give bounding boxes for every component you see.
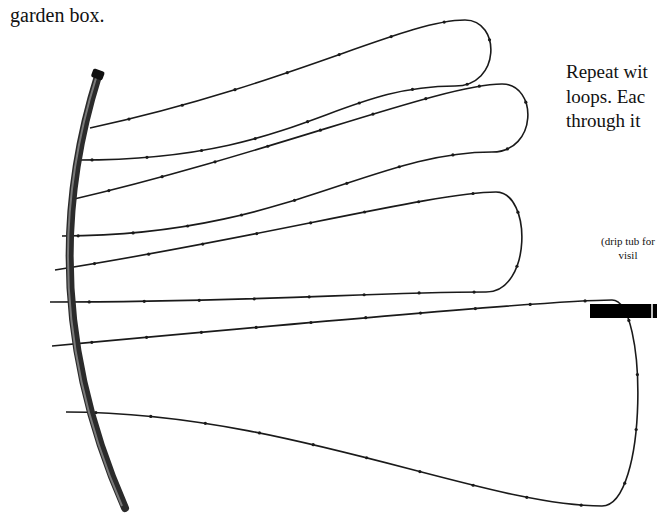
emitter-dot <box>319 129 322 132</box>
emitter-dot <box>623 482 626 485</box>
emitter-dot <box>516 211 519 214</box>
emitter-dot <box>145 336 148 339</box>
emitter-dot <box>93 262 96 265</box>
emitter-dot <box>627 319 630 322</box>
emitter-dot <box>149 415 152 418</box>
emitter-dot <box>390 35 393 38</box>
emitter-dot <box>345 182 348 185</box>
emitter-dot <box>466 83 469 86</box>
emitter-dot <box>398 165 401 168</box>
emitter-dot <box>145 156 148 159</box>
drip-loop <box>62 84 528 236</box>
emitter-dot <box>309 321 312 324</box>
emitter-dot <box>506 147 509 150</box>
emitter-dot <box>417 291 420 294</box>
emitter-dot <box>472 290 475 293</box>
emitter-dot <box>160 175 163 178</box>
emitter-dot <box>371 112 374 115</box>
emitter-dot <box>131 231 134 234</box>
emitter-dot <box>201 242 204 245</box>
tube-loops <box>50 20 639 507</box>
emitter-dot <box>240 213 243 216</box>
emitter-dot <box>424 97 427 100</box>
emitter-dot <box>358 101 361 104</box>
emitter-dot <box>186 224 189 227</box>
instruction-text: Repeat wit loops. Eac through it <box>566 60 657 134</box>
emitter-dot <box>417 200 420 203</box>
emitter-dot <box>200 149 203 152</box>
emitter-dot <box>411 88 414 91</box>
emitter-dot <box>635 428 638 431</box>
emitter-dot <box>306 120 309 123</box>
emitter-dot <box>529 303 532 306</box>
emitter-dot <box>255 232 258 235</box>
emitter-dot <box>204 422 207 425</box>
emitter-dot <box>524 101 527 104</box>
drip-loop <box>78 20 491 160</box>
emitter-dot <box>258 431 261 434</box>
emitter-dot <box>127 117 130 120</box>
emitter-dot <box>583 299 586 302</box>
emitter-dot <box>636 373 639 376</box>
emitter-dot <box>472 484 475 487</box>
emitter-dot <box>363 210 366 213</box>
emitter-dot <box>77 234 80 237</box>
emitter-dot <box>309 221 312 224</box>
emitter-dot <box>451 153 454 156</box>
emitter-dot <box>90 341 93 344</box>
emitter-dot <box>90 158 93 161</box>
emitter-dot <box>443 20 446 23</box>
emitter-dot <box>364 316 367 319</box>
emitter-dot <box>474 307 477 310</box>
emitter-dot <box>107 189 110 192</box>
emitter-dot <box>580 504 583 507</box>
emitter-dot <box>312 443 315 446</box>
emitter-dot <box>255 326 258 329</box>
emitter-dot <box>286 71 289 74</box>
arrow-mark <box>651 302 653 320</box>
emitter-dot <box>363 293 366 296</box>
emitter-dot <box>525 496 528 499</box>
emitter-dot <box>266 145 269 148</box>
emitter-dot <box>88 300 91 303</box>
emitter-dot <box>418 470 421 473</box>
tube-cap <box>91 68 105 81</box>
emitter-dot <box>181 104 184 107</box>
emitter-dot <box>254 137 257 140</box>
emitter-dot <box>213 160 216 163</box>
note-text: (drip tub for visil <box>597 234 657 263</box>
emitter-dot <box>488 38 491 41</box>
emitter-dot <box>478 85 481 88</box>
emitter-dot <box>253 297 256 300</box>
arrow-bar <box>590 304 657 318</box>
emitter-dot <box>198 299 201 302</box>
emitter-dot <box>233 88 236 91</box>
emitter-dot <box>471 192 474 195</box>
emitter-dot <box>515 265 518 268</box>
drip-loop <box>50 192 522 302</box>
tube-highlight <box>68 78 122 506</box>
emitter-dot <box>419 311 422 314</box>
drip-loop <box>52 300 638 506</box>
emitter-dot <box>143 300 146 303</box>
emitter-dot <box>293 199 296 202</box>
emitter-dot <box>147 253 150 256</box>
emitter-dot <box>338 53 341 56</box>
emitter-dot <box>308 295 311 298</box>
emitter-dot <box>200 331 203 334</box>
caption-text: garden box. <box>10 2 170 28</box>
emitter-dot <box>365 456 368 459</box>
